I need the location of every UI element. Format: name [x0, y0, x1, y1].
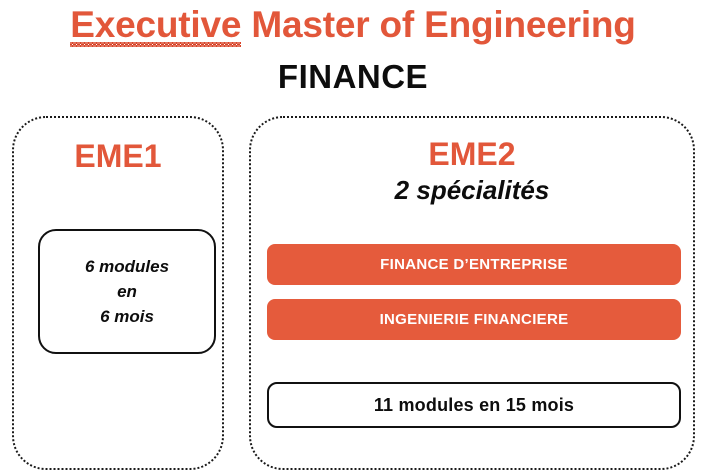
eme1-module-line-3: 6 mois — [100, 307, 154, 327]
specialty-bar-label: FINANCE D’ENTREPRISE — [380, 256, 568, 273]
page-subtitle: FINANCE — [277, 58, 429, 95]
page-title-word: Executive — [70, 4, 242, 45]
eme1-module-box: 6 modules en 6 mois — [38, 229, 216, 354]
specialty-bar-label: INGENIERIE FINANCIERE — [379, 311, 569, 328]
panel-eme1-heading: EME1 — [74, 138, 162, 174]
specialty-bar-ingenierie-financiere[interactable]: INGENIERIE FINANCIERE — [267, 299, 681, 340]
panel-eme2-subheading: 2 spécialités — [394, 175, 550, 205]
eme2-module-line: 11 modules en 15 mois — [373, 394, 575, 415]
eme1-module-line-2: en — [117, 281, 137, 301]
page-title: Executive Master of Engineering — [0, 4, 706, 47]
panel-eme2: EME2 2 spécialités FINANCE D’ENTREPRISE … — [249, 116, 695, 470]
panel-eme1: EME1 6 modules en 6 mois — [12, 116, 224, 470]
misspelled-word: Executive — [70, 4, 242, 47]
panel-eme2-heading: EME2 — [428, 136, 516, 172]
spellcheck-squiggle-icon — [70, 42, 242, 47]
eme2-module-box: 11 modules en 15 mois — [267, 382, 681, 428]
specialty-bar-finance-entreprise[interactable]: FINANCE D’ENTREPRISE — [267, 244, 681, 285]
eme1-module-line-1: 6 modules — [84, 256, 170, 276]
page-title-rest: Master of Engineering — [241, 4, 636, 45]
